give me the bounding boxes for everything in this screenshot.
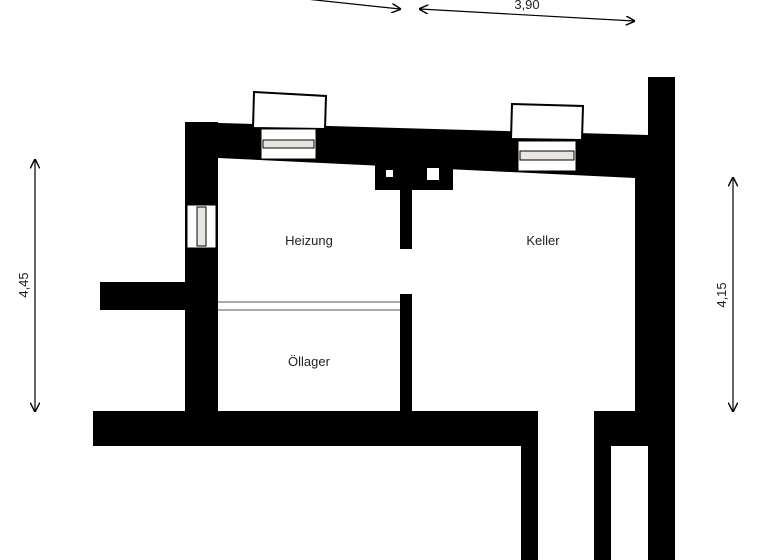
left-stub-wall <box>100 282 186 310</box>
corridor-right-top <box>594 411 644 446</box>
dimension-top-partial <box>309 0 400 9</box>
corridor-right-wall <box>594 411 611 560</box>
chimney-stem <box>400 185 412 249</box>
dimension-lines <box>35 0 733 411</box>
window-glass <box>519 150 575 161</box>
partition-wall <box>400 294 412 414</box>
flue-large <box>427 168 439 180</box>
dimension-top <box>420 9 634 21</box>
dimension-left-label: 4,45 <box>16 272 31 297</box>
window-2 <box>509 102 585 172</box>
corridor-left-wall <box>521 411 538 560</box>
left-wall <box>185 122 218 422</box>
right-inner-wall <box>635 170 650 446</box>
right-wall <box>648 77 675 560</box>
walls <box>93 77 675 560</box>
window-well-1 <box>251 90 328 131</box>
window-3 <box>186 204 217 249</box>
dimension-top-label: 3,90 <box>514 0 539 12</box>
window-glass <box>196 206 207 247</box>
window-1 <box>251 90 328 160</box>
room-label-oellager: Öllager <box>288 354 331 369</box>
sliding-partition <box>218 301 400 311</box>
room-label-heizung: Heizung <box>285 233 333 248</box>
window-glass <box>262 139 315 149</box>
chimney <box>375 165 453 190</box>
room-label-keller: Keller <box>526 233 560 248</box>
flue-small <box>386 170 393 177</box>
bottom-wall <box>93 411 538 446</box>
dimension-right-label: 4,15 <box>714 282 729 307</box>
window-well-2 <box>509 102 585 142</box>
